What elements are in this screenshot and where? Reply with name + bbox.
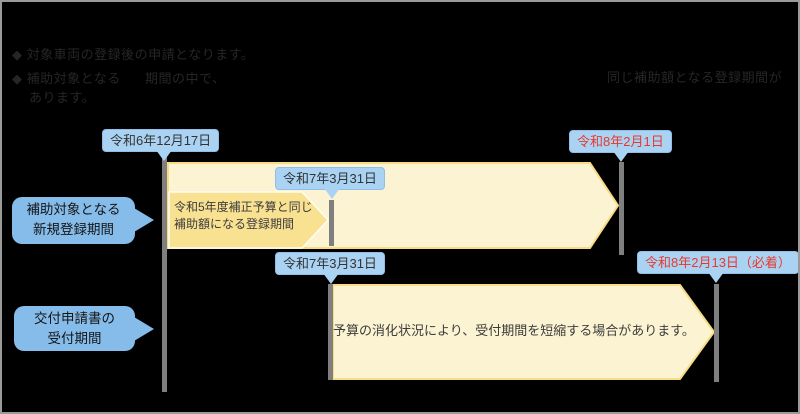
inner-arrow-caption-line1: 令和5年度補正予算と同じ (174, 200, 313, 214)
marker-line-reg-end (619, 162, 624, 255)
note-line1: ◆ 対象車両の登録後の申請となります。 (12, 47, 255, 62)
note-line2-part1: ◆ 補助対象となる (12, 71, 121, 86)
date-label-app-end-pointer-icon (708, 272, 724, 283)
note-line2-part2: 期間の中で、 (145, 71, 226, 86)
marker-line-reg-mid (329, 200, 334, 246)
category-application-line1: 交付申請書の (34, 311, 115, 326)
category-application-pointer-icon (134, 317, 154, 341)
date-label-app-end: 令和8年2月13日（必着） (637, 251, 798, 274)
marker-line-app-start (328, 284, 333, 380)
application-arrow-caption: 予算の消化状況により、受付期間を短縮する場合があります。 (333, 323, 695, 338)
date-label-reg-mid-pointer-icon (324, 188, 340, 199)
date-label-reg-start: 令和6年12月17日 (102, 129, 220, 152)
same-subsidy-inner-arrow (168, 191, 330, 249)
marker-line-reg-start (162, 154, 167, 392)
inner-arrow-caption: 令和5年度補正予算と同じ 補助額になる登録期間 (174, 199, 313, 233)
date-label-reg-start-pointer-icon (156, 150, 172, 161)
category-box-application: 交付申請書の 受付期間 (14, 306, 135, 351)
date-label-reg-end: 令和8年2月1日 (569, 130, 672, 153)
marker-line-app-end (714, 284, 719, 382)
note-line2-right: 同じ補助額となる登録期間が (607, 70, 783, 85)
category-registration-line2: 新規登録期間 (33, 222, 114, 237)
date-label-app-start: 令和7年3月31日 (275, 252, 385, 275)
category-registration-pointer-icon (134, 208, 154, 232)
date-label-reg-mid: 令和7年3月31日 (275, 167, 385, 190)
category-registration-line1: 補助対象となる (26, 202, 121, 217)
date-label-reg-end-pointer-icon (613, 151, 629, 162)
date-label-app-start-pointer-icon (323, 273, 339, 284)
application-period-arrow (332, 284, 716, 380)
note-line3: あります。 (29, 90, 96, 105)
category-box-registration: 補助対象となる 新規登録期間 (12, 197, 135, 244)
inner-arrow-caption-line2: 補助額になる登録期間 (174, 217, 295, 231)
category-application-line2: 受付期間 (47, 331, 102, 346)
